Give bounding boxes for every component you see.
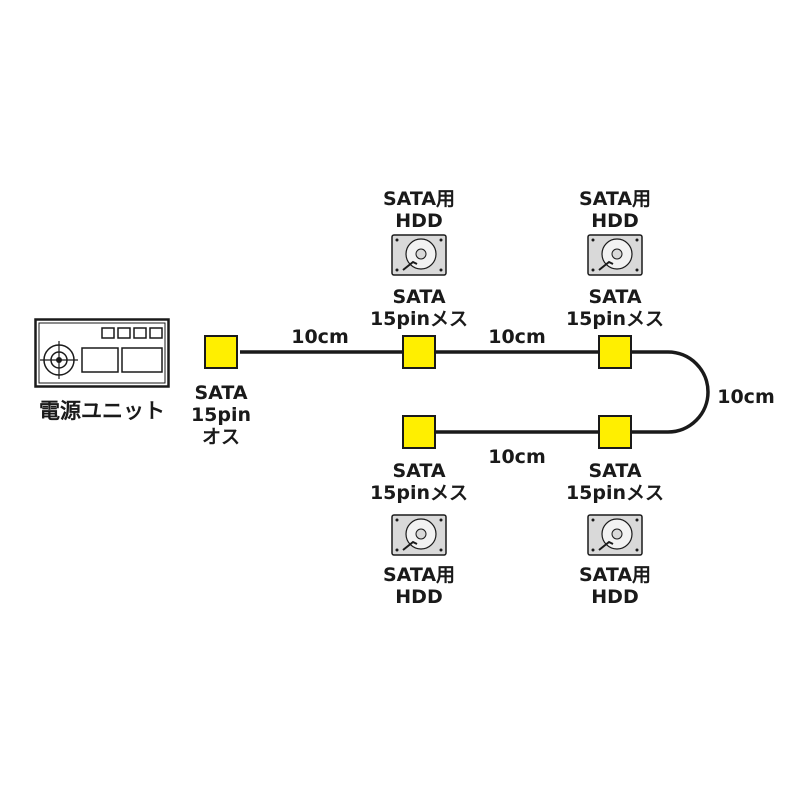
hdd-2-label: SATA用 HDD <box>579 188 651 232</box>
psu-label: 電源ユニット <box>39 399 165 423</box>
connector-2-label-line2: 15pinメス <box>565 308 665 330</box>
power-supply-icon <box>34 318 170 388</box>
hdd-3-label: SATA用 HDD <box>579 564 651 608</box>
length-label-3: 10cm <box>717 386 775 408</box>
hdd-4-label-line2: HDD <box>395 586 443 608</box>
connector-2 <box>598 335 632 369</box>
hdd-4-label: SATA用 HDD <box>383 564 455 608</box>
hdd-2-label-line1: SATA用 <box>578 188 652 210</box>
hdd-1-label: SATA用 HDD <box>383 188 455 232</box>
hard-drive-icon <box>587 234 643 276</box>
connector-3-label-line2: 15pinメス <box>565 482 665 504</box>
plug-label-line3: オス <box>201 426 240 448</box>
connector-2-label: SATA 15pinメス <box>566 286 664 330</box>
connector-1-label-line2: 15pinメス <box>369 308 469 330</box>
connector-1-label-line1: SATA <box>392 286 446 308</box>
hdd-3-label-line2: HDD <box>591 586 639 608</box>
connector-1 <box>402 335 436 369</box>
hdd-1-label-line1: SATA用 <box>382 188 456 210</box>
hdd-3-label-line1: SATA用 <box>578 564 652 586</box>
hdd-1-label-line2: HDD <box>395 210 443 232</box>
connector-1-label: SATA 15pinメス <box>370 286 468 330</box>
hard-drive-icon <box>391 514 447 556</box>
connector-4 <box>402 415 436 449</box>
connector-3 <box>598 415 632 449</box>
hard-drive-icon <box>587 514 643 556</box>
plug-label: SATA 15pin オス <box>191 382 251 448</box>
connector-4-label-line2: 15pinメス <box>369 482 469 504</box>
plug-male-connector <box>204 335 238 369</box>
connector-2-label-line1: SATA <box>588 286 642 308</box>
connector-3-label-line1: SATA <box>588 460 642 482</box>
plug-label-line2: 15pin <box>190 404 252 426</box>
hdd-4-label-line1: SATA用 <box>382 564 456 586</box>
length-label-1: 10cm <box>291 326 349 348</box>
length-label-4: 10cm <box>488 446 546 468</box>
connector-3-label: SATA 15pinメス <box>566 460 664 504</box>
connector-4-label: SATA 15pinメス <box>370 460 468 504</box>
connector-4-label-line1: SATA <box>392 460 446 482</box>
length-label-2: 10cm <box>488 326 546 348</box>
hard-drive-icon <box>391 234 447 276</box>
hdd-2-label-line2: HDD <box>591 210 639 232</box>
plug-label-line1: SATA <box>194 382 248 404</box>
